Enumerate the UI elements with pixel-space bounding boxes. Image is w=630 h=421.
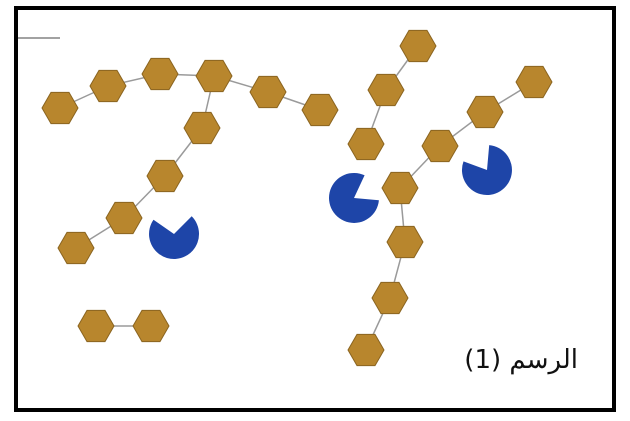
- figure-caption: الرسم (1): [464, 345, 578, 375]
- hexagon-unit-icon: [146, 159, 184, 193]
- hexagon-unit-icon: [386, 225, 424, 259]
- diagram-scene: [18, 29, 553, 367]
- hexagon-unit-icon: [132, 309, 170, 343]
- hexagon-unit-icon: [421, 129, 459, 163]
- figure-frame: الرسم (1): [14, 6, 616, 412]
- hexagon-unit-icon: [399, 29, 437, 63]
- hexagon-unit-icon: [367, 73, 405, 107]
- hexagon-unit-icon: [77, 309, 115, 343]
- hexagon-unit-icon: [105, 201, 143, 235]
- hexagon-unit-icon: [381, 171, 419, 205]
- hexagon-unit-icon: [347, 127, 385, 161]
- hexagon-unit-icon: [466, 95, 504, 129]
- hexagon-unit-icon: [57, 231, 95, 265]
- hexagon-unit-icon: [249, 75, 287, 109]
- hexagon-unit-icon: [183, 111, 221, 145]
- hexagon-unit-icon: [347, 333, 385, 367]
- pacman-enzyme-icon: [149, 216, 200, 259]
- hexagon-unit-icon: [371, 281, 409, 315]
- hexagon-unit-icon: [141, 57, 179, 91]
- pacman-enzyme-icon: [329, 172, 379, 223]
- pacman-enzyme-icon: [461, 145, 512, 196]
- hexagon-unit-icon: [89, 69, 127, 103]
- hexagon-unit-icon: [41, 91, 79, 125]
- hexagon-unit-icon: [195, 59, 233, 93]
- hexagon-unit-icon: [301, 93, 339, 127]
- hexagon-unit-icon: [515, 65, 553, 99]
